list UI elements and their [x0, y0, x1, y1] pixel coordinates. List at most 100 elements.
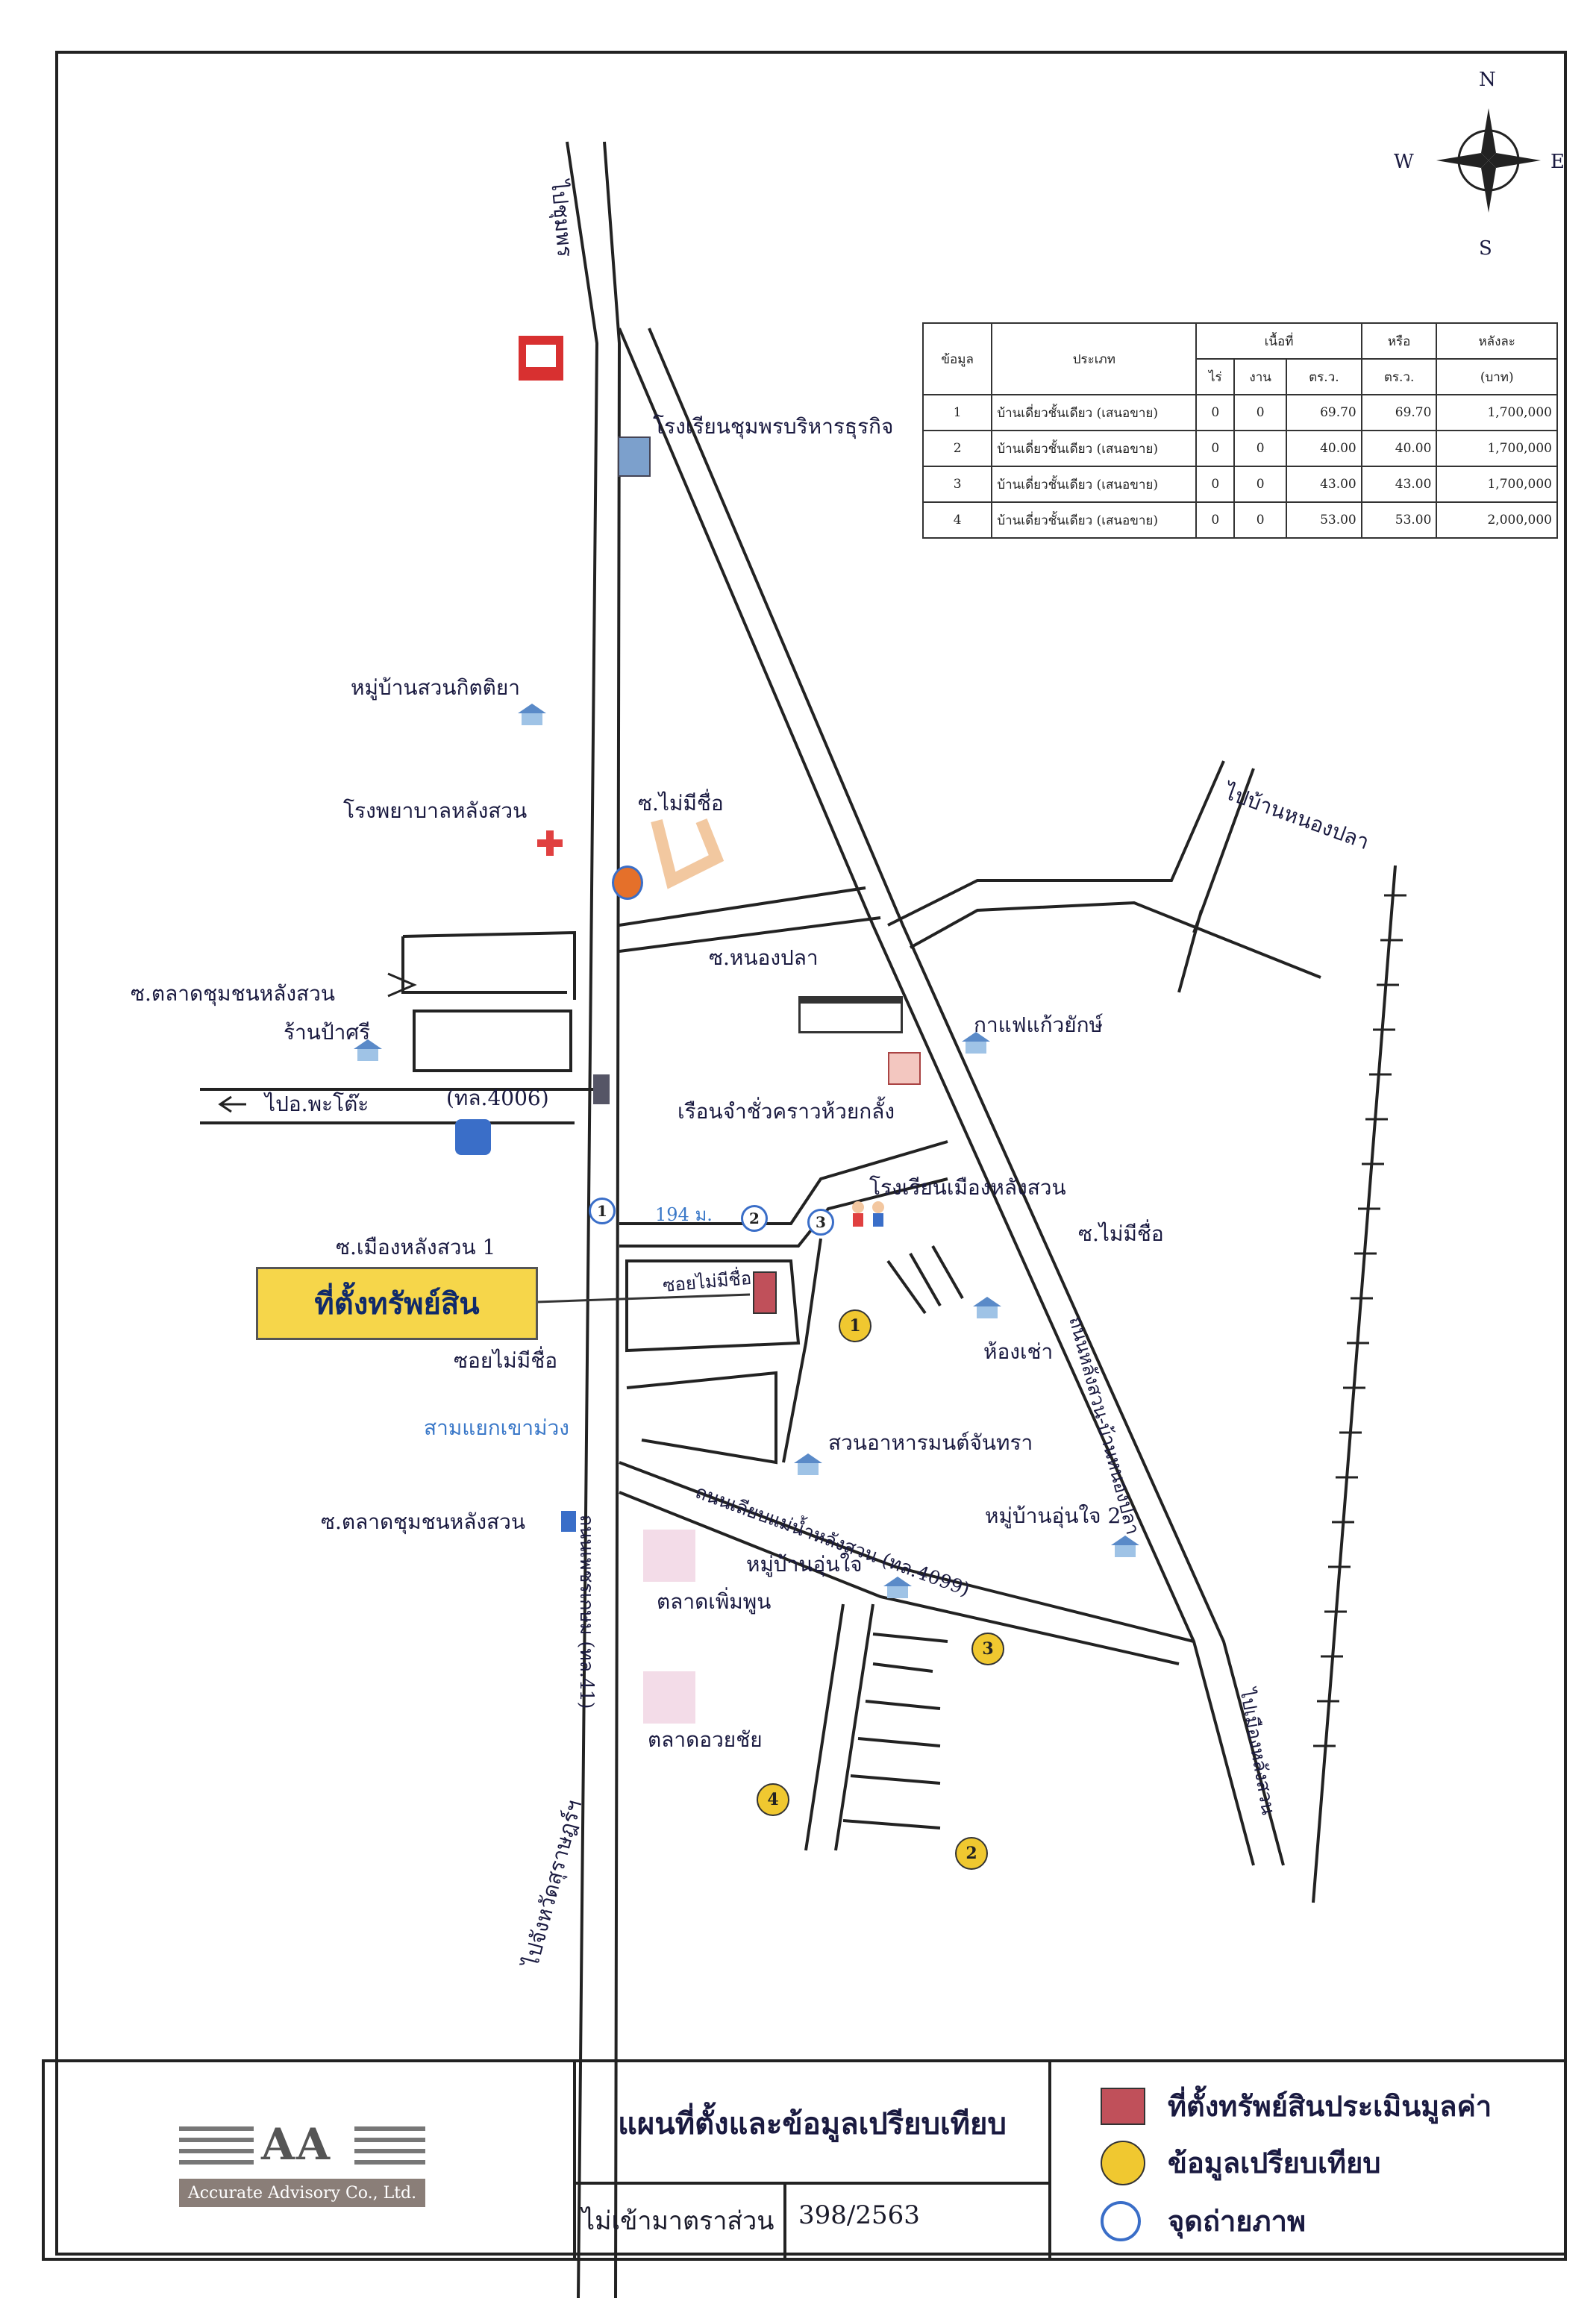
label-to-chumphon: ไปชุมพร — [546, 179, 578, 258]
soi-nongpla-north — [619, 886, 866, 927]
house-icon — [515, 701, 549, 727]
cell-wa: 69.70 — [1286, 394, 1362, 431]
comparable-marker-2: 2 — [955, 1837, 988, 1870]
subject-label: ที่ตั้งทรัพย์สิน — [256, 1267, 538, 1340]
label-market-permpoon: ตลาดเพิ่มพูน — [657, 1589, 772, 1614]
cell-no: 4 — [921, 501, 993, 539]
arrow-market — [387, 972, 417, 998]
cell-price: 1,700,000 — [1436, 394, 1558, 431]
market-small-icon — [561, 1511, 576, 1532]
cell-total: 69.70 — [1360, 394, 1438, 431]
photo-pin-2: 2 — [741, 1205, 768, 1232]
logo-stripe — [354, 2138, 425, 2142]
label-garden-restaurant: สวนอาหารมนต์จันทรา — [828, 1430, 1033, 1455]
table-row: 1 บ้านเดี่ยวชั้นเดียว (เสนอขาย) 0 0 69.7… — [921, 394, 1558, 431]
railway-ties — [1313, 894, 1406, 1747]
cell-type: บ้านเดี่ยวชั้นเดียว (เสนอขาย) — [991, 466, 1198, 503]
subdiv-west — [804, 1603, 845, 1851]
cell-ngan: 0 — [1233, 466, 1288, 503]
header-price-unit: (บาท) — [1436, 358, 1558, 395]
soi-mueang-north — [619, 1140, 948, 1225]
footer-divider — [1048, 2062, 1051, 2258]
soi-nongpla-south — [619, 916, 881, 953]
label-distance: 194 ม. — [655, 1204, 713, 1225]
bus-stop-icon — [593, 1074, 610, 1104]
logo-stripe — [354, 2160, 425, 2165]
house-icon — [959, 1030, 993, 1055]
cell-type: บ้านเดี่ยวชั้นเดียว (เสนอขาย) — [991, 394, 1198, 431]
school-buildings — [886, 1245, 964, 1315]
compass-s: S — [1479, 237, 1492, 260]
cell-ngan: 0 — [1233, 501, 1288, 539]
header-or: หรือ — [1360, 322, 1438, 360]
house-icon — [880, 1574, 915, 1600]
diagonal-road-east — [648, 328, 1285, 1866]
curve-road — [782, 1238, 822, 1463]
logo-stripe — [354, 2149, 425, 2153]
label-soi-noname-right: ซ.ไม่มีชื่อ — [1078, 1221, 1164, 1246]
cell-rai: 0 — [1195, 430, 1236, 467]
logo-mark: AA — [261, 2119, 332, 2170]
block-top — [402, 930, 576, 1000]
arrows — [218, 972, 417, 1113]
label-shop-pasri: ร้านป้าศรี — [284, 1020, 371, 1045]
subdiv-east — [834, 1603, 874, 1851]
label-school-mueang: โรงเรียนเมืองหลังสวน — [869, 1175, 1066, 1200]
logo-company-name: Accurate Advisory Co., Ltd. — [179, 2179, 425, 2207]
label-room-rent: ห้องเช่า — [983, 1339, 1054, 1364]
lower-block — [626, 1371, 777, 1465]
logo-stripe — [354, 2126, 425, 2131]
header-wa: ตร.ว. — [1286, 358, 1362, 395]
label-village-suan: หมู่บ้านสวนกิตติยา — [351, 675, 520, 700]
school-building-icon — [618, 436, 651, 477]
header-rai: ไร่ — [1195, 358, 1236, 395]
header-type: ประเภท — [991, 322, 1198, 395]
comparable-marker-3: 3 — [971, 1633, 1004, 1665]
footer-title: แผนที่ตั้งและข้อมูลเปรียบเทียบ — [618, 2106, 1007, 2141]
label-soi-noname-top: ซ.ไม่มีชื่อ — [638, 791, 724, 816]
highway-41-west-edge — [566, 141, 599, 2299]
photo-pin-3: 3 — [807, 1209, 834, 1236]
fuel-station-icon — [612, 866, 643, 900]
railway — [1312, 865, 1397, 1903]
label-soi-market: ซ.ตลาดชุมชนหลังสวน — [131, 981, 335, 1006]
footer-ref: 398/2563 — [798, 2200, 920, 2230]
soi-highlight — [651, 819, 725, 889]
riverside-north — [619, 1461, 1195, 1643]
label-village-unjai: หมู่บ้านอุ่นใจ — [746, 1552, 863, 1577]
arrow-pato — [218, 1095, 246, 1113]
cell-total: 43.00 — [1360, 466, 1438, 503]
road-nongpla-south — [910, 901, 1321, 979]
legend-subject: ที่ตั้งทรัพย์สินประเมินมูลค่า — [1101, 2083, 1492, 2129]
cell-price: 1,700,000 — [1436, 466, 1558, 503]
shrine-icon — [888, 1052, 921, 1085]
cell-type: บ้านเดี่ยวชั้นเดียว (เสนอขาย) — [991, 430, 1198, 467]
cell-total: 53.00 — [1360, 501, 1438, 539]
label-soi-market-low: ซ.ตลาดชุมชนหลังสวน — [321, 1509, 525, 1534]
logo-stripe — [179, 2149, 254, 2153]
table-row: 3 บ้านเดี่ยวชั้นเดียว (เสนอขาย) 0 0 43.0… — [921, 466, 1558, 503]
cell-type: บ้านเดี่ยวชั้นเดียว (เสนอขาย) — [991, 501, 1198, 539]
school-children-icon — [847, 1200, 892, 1230]
label-prison: เรือนจำชั่วคราวห้วยกลั้ง — [677, 1099, 895, 1124]
subject-leader-line — [536, 1293, 751, 1303]
legend-subject-label: ที่ตั้งทรัพย์สินประเมินมูลค่า — [1168, 2089, 1492, 2123]
cell-rai: 0 — [1195, 466, 1236, 503]
legend-photo-icon — [1101, 2200, 1141, 2241]
label-market-uaychai: ตลาดอวยชัย — [648, 1727, 763, 1752]
label-soi-mueang1: ซ.เมืองหลังสวน 1 — [336, 1235, 496, 1259]
header-area: เนื้อที่ — [1195, 322, 1362, 360]
label-soi-nongpla: ซ.หนองปลา — [709, 945, 819, 970]
header-ngan: งาน — [1233, 358, 1288, 395]
cell-ngan: 0 — [1233, 430, 1288, 467]
label-junction: สามแยกเขาม่วง — [424, 1415, 569, 1440]
map-frame — [55, 51, 1567, 2256]
subject-block — [625, 1259, 801, 1353]
label-route-4006: (ทล.4006) — [446, 1086, 549, 1110]
compass-n: N — [1479, 69, 1496, 91]
footer-divider — [783, 2185, 786, 2258]
legend-subject-swatch — [1101, 2087, 1145, 2125]
cell-wa: 43.00 — [1286, 466, 1362, 503]
market-uaychai-icon — [643, 1671, 695, 1724]
market-permpoon-icon — [643, 1530, 695, 1582]
